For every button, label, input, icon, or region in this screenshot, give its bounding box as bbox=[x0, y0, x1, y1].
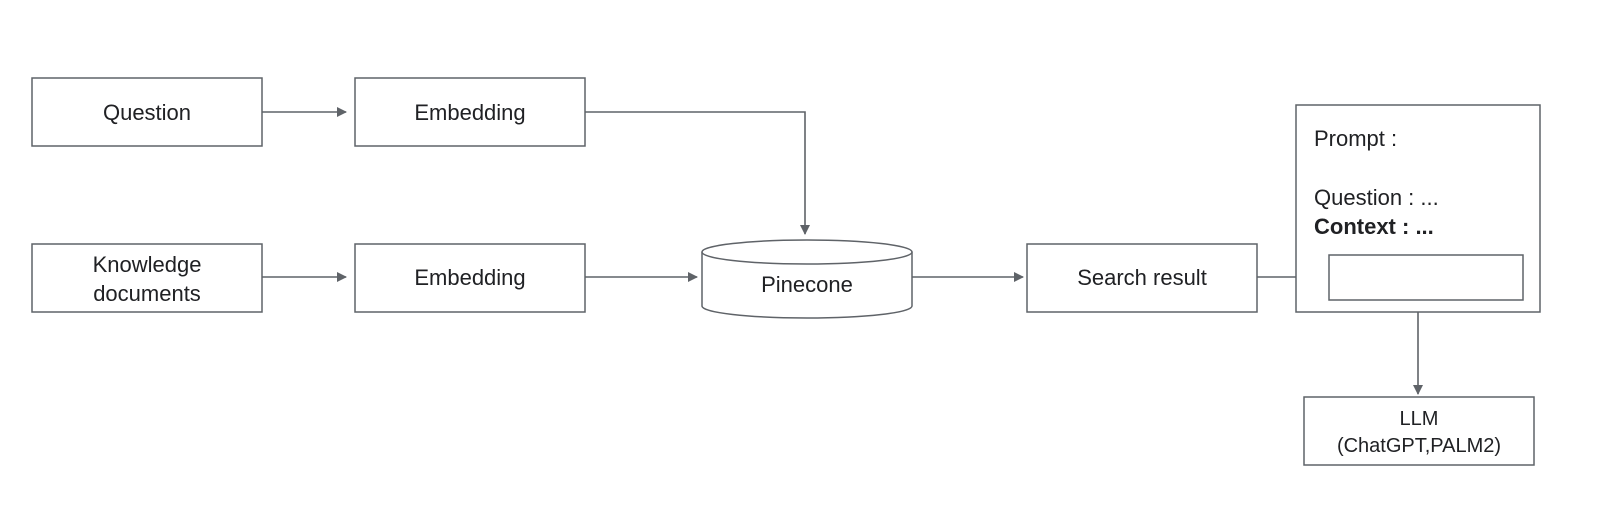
knowledge-documents-box bbox=[31, 243, 263, 313]
pinecone-cylinder-top bbox=[701, 239, 913, 265]
knowledge-documents-node: Knowledge documents bbox=[31, 243, 263, 313]
search-result-node: Search result bbox=[1026, 243, 1258, 313]
embedding-top-node: Embedding bbox=[354, 77, 586, 147]
question-node: Question bbox=[31, 77, 263, 147]
pinecone-node: Pinecone bbox=[701, 239, 913, 319]
edge-embedding-to-pinecone bbox=[585, 111, 810, 235]
llm-label-line2: (ChatGPT,PALM2) bbox=[1337, 435, 1501, 457]
embedding-top-box bbox=[354, 77, 586, 147]
prompt-title: Prompt : bbox=[1314, 126, 1397, 151]
knowledge-documents-label-line1: Knowledge bbox=[93, 252, 202, 277]
embedding-bottom-node: Embedding bbox=[354, 243, 586, 313]
prompt-context-slot bbox=[1328, 254, 1524, 301]
knowledge-documents-label-line2: documents bbox=[93, 281, 201, 306]
pinecone-label: Pinecone bbox=[761, 272, 853, 297]
question-box bbox=[31, 77, 263, 147]
llm-node: LLM (ChatGPT,PALM2) bbox=[1303, 396, 1535, 466]
prompt-context-line: Context : ... bbox=[1314, 214, 1434, 239]
search-result-box bbox=[1026, 243, 1258, 313]
embedding-bottom-box bbox=[354, 243, 586, 313]
llm-label-line1: LLM bbox=[1400, 408, 1439, 430]
llm-box bbox=[1303, 396, 1535, 466]
embedding-bottom-label: Embedding bbox=[414, 265, 525, 290]
pinecone-cylinder-body bbox=[701, 252, 913, 319]
prompt-question-line: Question : ... bbox=[1314, 185, 1439, 210]
embedding-top-label: Embedding bbox=[414, 100, 525, 125]
prompt-node: Prompt : Question : ... Context : ... bbox=[1295, 104, 1541, 313]
edges bbox=[262, 107, 1423, 395]
question-label: Question bbox=[103, 100, 191, 125]
search-result-label: Search result bbox=[1077, 265, 1207, 290]
